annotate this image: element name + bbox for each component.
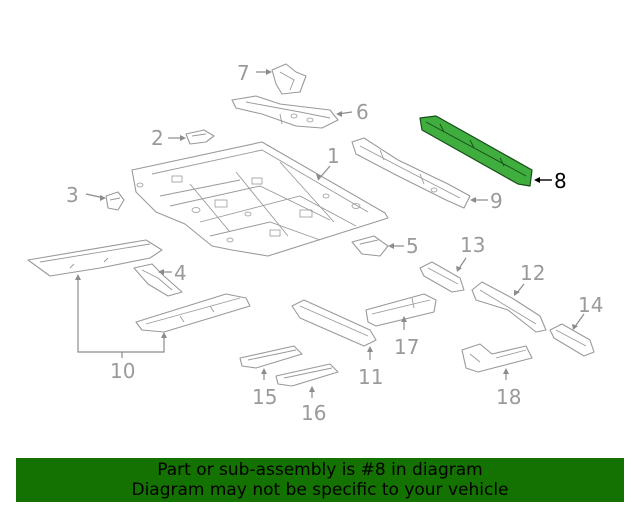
part-7-bracket (271, 63, 307, 95)
callout-14: 14 (572, 293, 603, 330)
callout-11-label: 11 (358, 365, 383, 389)
part-16-panel (275, 363, 339, 387)
banner-line-2: Diagram may not be specific to your vehi… (131, 480, 509, 500)
callout-2: 2 (151, 126, 186, 150)
callout-7: 7 (237, 61, 272, 85)
callout-4-label: 4 (174, 261, 187, 285)
callout-3-label: 3 (66, 183, 79, 207)
callout-16-label: 16 (301, 401, 326, 425)
callout-6: 6 (336, 100, 369, 124)
part-12-reinforcement (471, 281, 547, 333)
callout-10: 10 (75, 274, 167, 383)
callout-5-label: 5 (406, 234, 419, 258)
callout-12: 12 (514, 261, 545, 296)
parts-diagram: 1 2 3 4 5 (27, 61, 603, 425)
callout-6-label: 6 (356, 100, 369, 124)
part-2-bracket (185, 129, 215, 145)
callout-1-label: 1 (327, 144, 340, 168)
callout-11: 11 (358, 346, 383, 389)
callout-9: 9 (470, 189, 503, 213)
part-9-side-member (351, 137, 471, 209)
callout-13-label: 13 (460, 233, 485, 257)
part-10-rear-panel (135, 293, 251, 333)
callout-16: 16 (301, 386, 326, 425)
callout-2-label: 2 (151, 126, 164, 150)
part-5-plate (351, 235, 389, 257)
part-15-panel (239, 345, 303, 369)
part-13-bracket (419, 261, 465, 293)
callout-10-label: 10 (110, 359, 135, 383)
callout-14-label: 14 (578, 293, 603, 317)
callout-8: 8 (534, 169, 567, 193)
callout-17: 17 (394, 316, 419, 359)
part-10-front-panel (27, 239, 163, 277)
callout-12-label: 12 (520, 261, 545, 285)
callout-18: 18 (496, 368, 521, 409)
part-6-crossmember (231, 95, 339, 129)
part-8-floor-crossmember-highlighted (419, 115, 533, 187)
part-18-bracket (461, 343, 533, 373)
callout-3: 3 (66, 183, 106, 207)
part-11-member (291, 299, 377, 347)
callout-4: 4 (158, 261, 187, 285)
callout-9-label: 9 (490, 189, 503, 213)
callout-15: 15 (252, 368, 277, 409)
callout-13: 13 (456, 233, 485, 272)
callout-18-label: 18 (496, 385, 521, 409)
callout-1: 1 (316, 144, 340, 181)
callout-8-label: 8 (554, 169, 567, 193)
callout-5: 5 (388, 234, 419, 258)
highlight-notice-banner: Part or sub-assembly is #8 in diagram Di… (16, 458, 624, 502)
callout-17-label: 17 (394, 335, 419, 359)
part-4-brace (133, 263, 183, 297)
part-14-bracket (549, 323, 595, 357)
callout-7-label: 7 (237, 61, 250, 85)
part-1-floor-pan (131, 141, 389, 257)
part-17-bracket (365, 293, 437, 327)
banner-line-1: Part or sub-assembly is #8 in diagram (157, 460, 483, 480)
callout-15-label: 15 (252, 385, 277, 409)
part-3-bracket (105, 191, 125, 211)
